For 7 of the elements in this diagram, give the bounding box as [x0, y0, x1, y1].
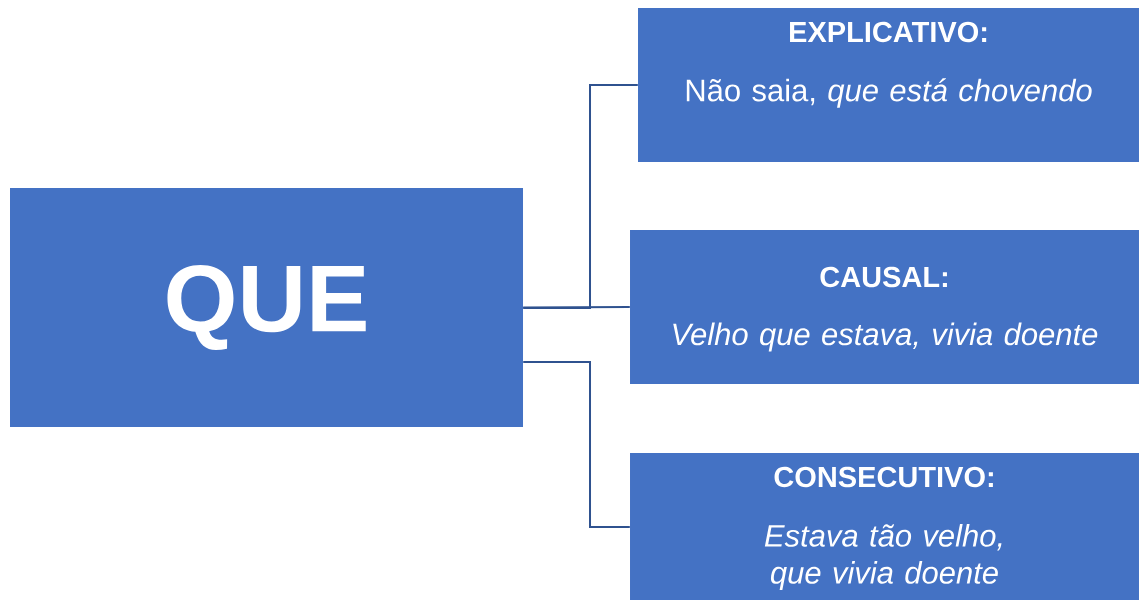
- connector-line: [522, 306, 631, 309]
- text-box: CONSECUTIVO: Estava tão velho, que vivia doente: [630, 453, 1139, 600]
- text-box: QUE: [10, 188, 523, 427]
- text-box: EXPLICATIVO: Não saia, que está chovendo: [638, 8, 1139, 162]
- text-box: CAUSAL: Velho que estava, vivia doente: [630, 230, 1139, 384]
- connector-line: [522, 84, 639, 309]
- connector-line: [522, 361, 631, 528]
